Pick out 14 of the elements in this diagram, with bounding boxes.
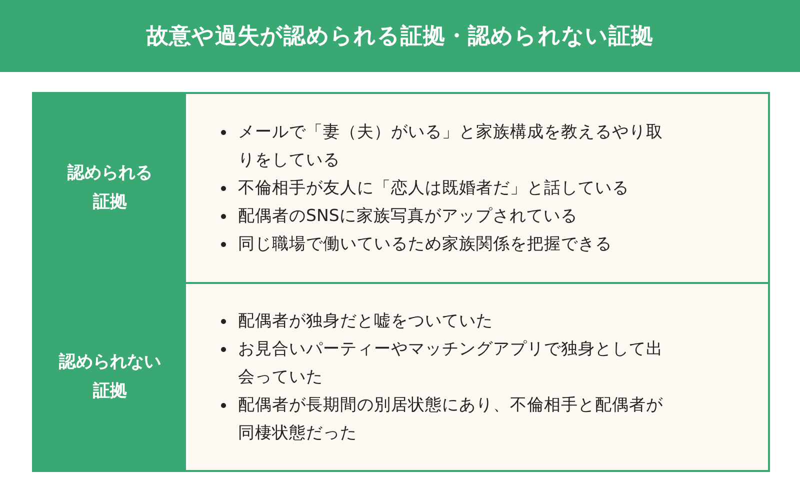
bullet-item: 配偶者のSNSに家族写真がアップされている	[238, 205, 578, 227]
header-cell	[34, 284, 188, 470]
content-cell	[188, 284, 768, 470]
bullet-item: 同じ職場で働いているため家族関係を把握できる	[238, 233, 613, 255]
bullet-item: 不倫相手が友人に「恋人は既婚者だ」と話している	[238, 177, 630, 199]
title: 故意や過失が認められる証拠・認められない証拠	[146, 22, 654, 50]
bullet-item: 配偶者が長期間の別居状態にあり、不倫相手と配偶者が同棲状態だった	[238, 394, 663, 444]
bullet-item: お見合いパーティーやマッチングアプリで独身として出会っていた	[238, 338, 663, 388]
content-cell	[188, 94, 768, 282]
bullet-item: メールで「妻（夫）がいる」と家族構成を教えるやり取りをしている	[238, 121, 663, 171]
bullet-item: 配偶者が独身だと嘘をついていた	[238, 310, 494, 332]
header-cell	[34, 94, 188, 282]
row-heading: 認められない証拠	[58, 351, 162, 403]
row-heading: 認められる証拠	[66, 162, 154, 214]
